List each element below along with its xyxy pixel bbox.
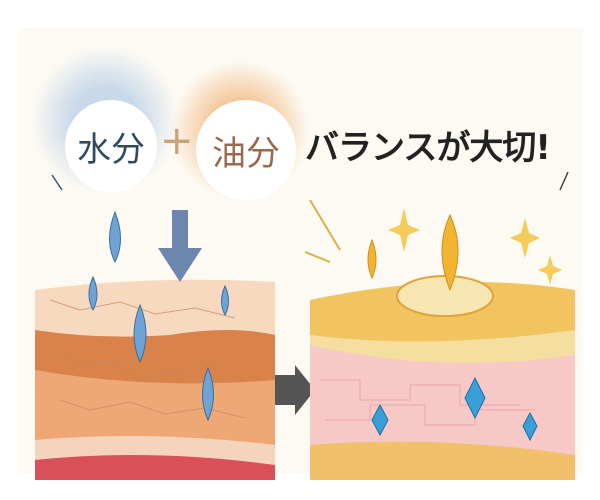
sparkles [388, 208, 562, 285]
oil-pool [396, 275, 494, 317]
hydration-crystals [371, 376, 538, 442]
water-bubble: 水分 [65, 100, 157, 192]
water-drops [88, 210, 229, 422]
right-arrow-icon [275, 365, 315, 415]
oil-bubble: 油分 [196, 100, 296, 200]
sparkle-icon [510, 218, 540, 258]
sparkle-icon [388, 208, 420, 252]
water-drop-icon [221, 284, 229, 317]
sparkle-line [304, 251, 331, 263]
plus-sign: + [160, 118, 194, 164]
oil-drops [367, 213, 459, 292]
down-arrow-icon [158, 210, 202, 282]
crystal-icon [464, 376, 486, 420]
water-drop-icon [133, 303, 147, 364]
accent-line [51, 174, 63, 191]
crystal-icon [522, 411, 538, 442]
oil-label: 油分 [212, 133, 280, 174]
crystal-icon [371, 403, 389, 437]
water-drop-icon [88, 275, 98, 312]
headline: バランスが大切! [305, 128, 551, 168]
oil-drop-icon [367, 238, 377, 280]
water-drop-icon [202, 366, 214, 422]
right-skin-panel [310, 275, 575, 480]
water-drop-icon [109, 210, 121, 264]
sparkle-line [309, 199, 341, 251]
oil-drop-icon [441, 213, 459, 292]
left-skin-panel [35, 279, 275, 480]
sparkle-icon [538, 255, 562, 285]
accent-line [559, 171, 569, 191]
water-label: 水分 [77, 129, 145, 170]
